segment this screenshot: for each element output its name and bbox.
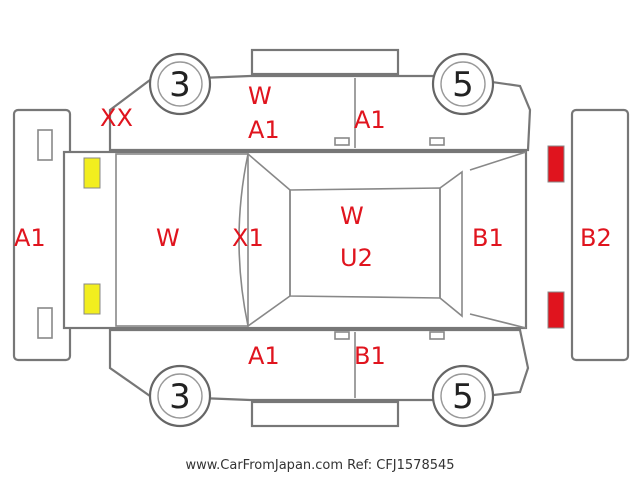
front-bumper-lower-slot <box>37 307 53 339</box>
hood-panel <box>115 153 249 327</box>
wheel-rear-left-score: 5 <box>452 65 474 105</box>
wheel-front-right-score: 3 <box>169 377 191 417</box>
bottom-front-handle <box>334 331 350 340</box>
top-front-handle <box>334 137 350 146</box>
windshield-panel <box>238 152 291 328</box>
rear-lamp-left <box>547 145 565 183</box>
mark-top-pillar-line1: W <box>248 82 272 110</box>
mark-front-bumper: A1 <box>14 224 46 252</box>
rear-quarter-line-bottom <box>469 313 527 329</box>
top-roof-rail <box>250 48 400 76</box>
wheel-rear-left-rim <box>440 61 486 107</box>
wheel-front-left-rim <box>157 61 203 107</box>
mark-rear-bumper: B2 <box>580 224 612 252</box>
mark-hood: W <box>156 224 180 252</box>
mark-rear-glass: B1 <box>472 224 504 252</box>
front-lamp-left <box>83 157 101 189</box>
footer-reference: www.CarFromJapan.com Ref: CFJ1578545 <box>185 458 455 473</box>
top-rear-handle <box>429 137 445 146</box>
wheel-front-right-rim <box>157 373 203 419</box>
rear-glass-panel <box>439 170 463 318</box>
bottom-roof-rail <box>250 400 400 428</box>
mark-windshield: X1 <box>232 224 264 252</box>
rear-quarter-line-top <box>469 151 527 171</box>
wheel-rear-left <box>431 52 495 116</box>
rear-bumper <box>570 108 630 362</box>
mark-roof-line1: W <box>340 202 364 230</box>
rear-lamp-right <box>547 291 565 329</box>
mark-bottom-front-door: A1 <box>248 342 280 370</box>
car-body-top-view <box>62 150 528 330</box>
front-lamp-right <box>83 283 101 315</box>
mark-front-corner: XX <box>100 104 133 132</box>
wheel-rear-right-rim <box>440 373 486 419</box>
wheel-front-left-score: 3 <box>169 65 191 105</box>
mark-bottom-rear-door: B1 <box>354 342 386 370</box>
wheel-front-right <box>148 364 212 428</box>
mark-top-pillar-line2: A1 <box>248 116 280 144</box>
bottom-rear-handle <box>429 331 445 340</box>
mark-top-rear-door: A1 <box>354 106 386 134</box>
wheel-rear-right-score: 5 <box>452 377 474 417</box>
front-bumper-upper-slot <box>37 129 53 161</box>
mark-roof-line2: U2 <box>340 244 373 272</box>
wheel-rear-right <box>431 364 495 428</box>
wheel-front-left <box>148 52 212 116</box>
